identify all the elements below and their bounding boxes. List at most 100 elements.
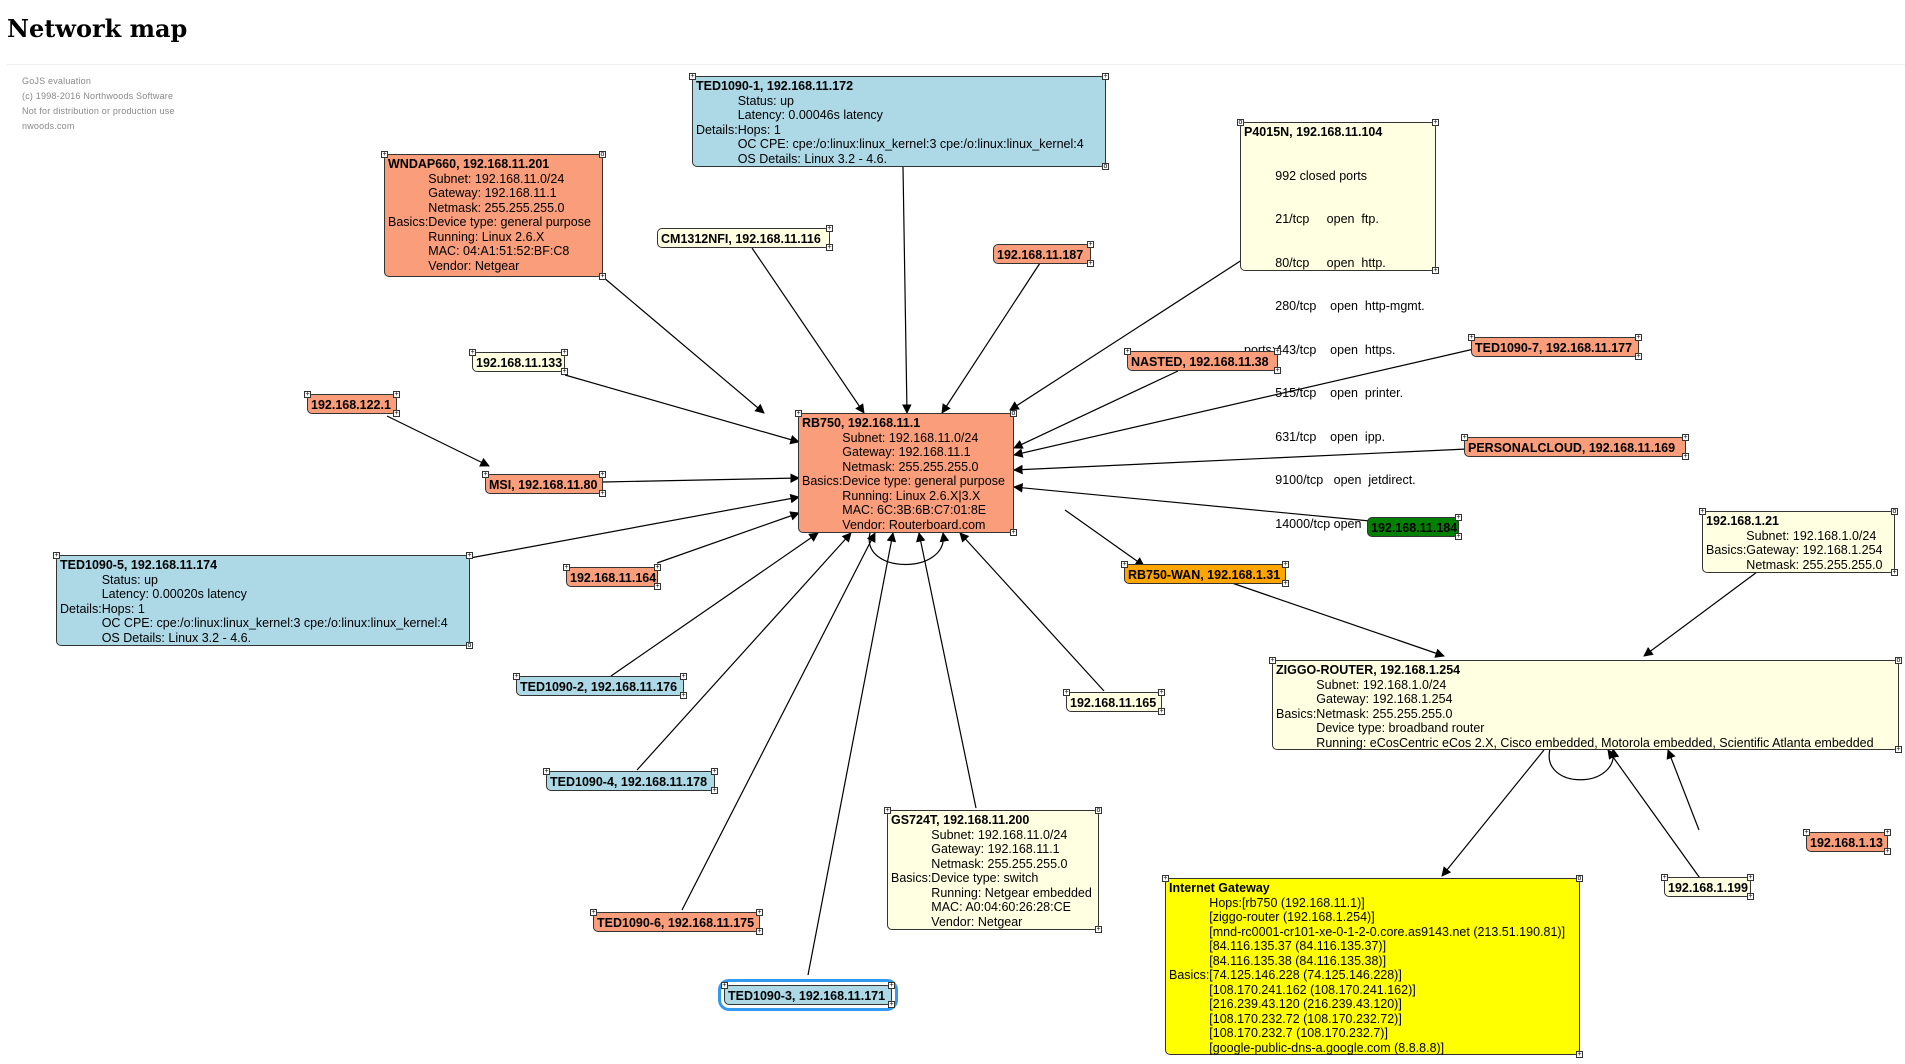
expand-handle[interactable]: + [381, 151, 388, 158]
expand-handle[interactable]: + [888, 1001, 895, 1008]
collapse-handle[interactable]: o [466, 642, 473, 649]
expand-handle[interactable]: + [1455, 514, 1462, 521]
expand-handle[interactable]: + [1095, 926, 1102, 933]
expand-handle[interactable]: + [756, 909, 763, 916]
expand-handle[interactable]: + [1747, 874, 1754, 881]
expand-handle[interactable]: + [689, 73, 696, 80]
expand-handle[interactable]: + [1282, 580, 1289, 587]
expand-handle[interactable]: + [888, 982, 895, 989]
node-nasted[interactable]: NASTED, 192.168.11.38 + + + [1124, 348, 1281, 374]
node-ted1090-5[interactable]: TED1090-5, 192.168.11.174 Details: Statu… [53, 552, 473, 649]
expand-handle[interactable]: + [1432, 267, 1439, 274]
expand-handle[interactable]: + [1682, 434, 1689, 441]
expand-handle[interactable]: + [1121, 561, 1128, 568]
node-ted1090-4[interactable]: TED1090-4, 192.168.11.178 + + + [543, 768, 718, 794]
expand-handle[interactable]: + [826, 225, 833, 232]
expand-handle[interactable]: + [1699, 508, 1706, 515]
expand-handle[interactable]: + [1455, 533, 1462, 540]
collapse-handle[interactable]: o [1095, 807, 1102, 814]
expand-handle[interactable]: + [1895, 746, 1902, 753]
node-rb750-wan[interactable]: RB750-WAN, 192.168.1.31 + + + [1121, 561, 1289, 587]
expand-handle[interactable]: + [563, 564, 570, 571]
expand-handle[interactable]: + [721, 982, 728, 989]
expand-handle[interactable]: + [304, 391, 311, 398]
node-192-168-1-21[interactable]: 192.168.1.21 Basics: Subnet: 192.168.1.0… [1699, 508, 1898, 576]
expand-handle[interactable]: + [1158, 689, 1165, 696]
expand-handle[interactable]: + [1087, 260, 1094, 267]
node-cm1312nfi[interactable]: CM1312NFI, 192.168.11.116 + + [657, 225, 833, 251]
expand-handle[interactable]: + [513, 673, 520, 680]
expand-handle[interactable]: + [393, 410, 400, 417]
node-192-168-11-133[interactable]: 192.168.11.133 + + + [469, 349, 568, 375]
expand-handle[interactable]: + [1158, 708, 1165, 715]
node-wndap660[interactable]: WNDAP660, 192.168.11.201 Basics: Subnet:… [381, 151, 606, 280]
collapse-handle[interactable]: o [599, 151, 606, 158]
expand-handle[interactable]: + [1661, 874, 1668, 881]
node-192-168-11-184[interactable]: 192.168.11.184 + + [1367, 514, 1462, 540]
node-p4015n[interactable]: P4015N, 192.168.11.104 ports: 992 closed… [1237, 119, 1439, 531]
expand-handle[interactable]: + [884, 807, 891, 814]
expand-handle[interactable]: + [711, 768, 718, 775]
expand-handle[interactable]: + [1461, 434, 1468, 441]
expand-handle[interactable]: + [826, 244, 833, 251]
node-ted1090-6[interactable]: TED1090-6, 192.168.11.175 + + + [590, 909, 763, 935]
expand-handle[interactable]: + [1102, 73, 1109, 80]
expand-handle[interactable]: + [482, 471, 489, 478]
expand-handle[interactable]: + [1682, 453, 1689, 460]
node-ziggo-router[interactable]: ZIGGO-ROUTER, 192.168.1.254 Basics: Subn… [1269, 657, 1902, 753]
node-192-168-1-13[interactable]: 192.168.1.13 + + + [1803, 829, 1891, 855]
expand-handle[interactable]: + [654, 564, 661, 571]
expand-handle[interactable]: + [1269, 657, 1276, 664]
expand-handle[interactable]: + [393, 391, 400, 398]
expand-handle[interactable]: + [1063, 689, 1070, 696]
collapse-handle[interactable]: o [1102, 163, 1109, 170]
expand-handle[interactable]: + [543, 768, 550, 775]
expand-handle[interactable]: + [1432, 119, 1439, 126]
expand-handle[interactable]: + [1282, 561, 1289, 568]
expand-handle[interactable]: + [1274, 367, 1281, 374]
expand-handle[interactable]: + [680, 673, 687, 680]
expand-handle[interactable]: + [756, 928, 763, 935]
collapse-handle[interactable]: o [1576, 875, 1583, 882]
expand-handle[interactable]: + [599, 471, 606, 478]
node-msi[interactable]: MSI, 192.168.11.80 + + + [482, 471, 606, 497]
node-192-168-11-164[interactable]: 192.168.11.164 + + + [563, 564, 661, 590]
node-rb750[interactable]: RB750, 192.168.11.1 Basics: Subnet: 192.… [795, 410, 1017, 536]
expand-handle[interactable]: + [1891, 569, 1898, 576]
expand-handle[interactable]: + [561, 368, 568, 375]
collapse-handle[interactable]: o [1010, 410, 1017, 417]
node-192-168-11-165[interactable]: 192.168.11.165 + + + [1063, 689, 1165, 715]
expand-handle[interactable]: + [1884, 829, 1891, 836]
expand-handle[interactable]: + [1468, 334, 1475, 341]
expand-handle[interactable]: + [466, 552, 473, 559]
node-internet-gateway[interactable]: Internet Gateway Basics: Hops:[rb750 (19… [1162, 875, 1583, 1058]
expand-handle[interactable]: + [1884, 848, 1891, 855]
expand-handle[interactable]: + [1635, 353, 1642, 360]
expand-handle[interactable]: + [1576, 1051, 1583, 1058]
expand-handle[interactable]: + [654, 583, 661, 590]
collapse-handle[interactable]: o [1895, 657, 1902, 664]
resize-handle[interactable]: + [1010, 529, 1017, 536]
expand-handle[interactable]: + [680, 692, 687, 699]
expand-handle[interactable]: + [590, 909, 597, 916]
expand-handle[interactable]: + [1747, 893, 1754, 900]
expand-handle[interactable]: + [1087, 241, 1094, 248]
expand-handle[interactable]: + [599, 273, 606, 280]
expand-handle[interactable]: + [1274, 348, 1281, 355]
expand-handle[interactable]: + [53, 552, 60, 559]
expand-handle[interactable]: + [1162, 875, 1169, 882]
collapse-handle[interactable]: o [1891, 508, 1898, 515]
node-192-168-122-1[interactable]: 192.168.122.1 + + + [304, 391, 400, 417]
node-gs724t[interactable]: GS724T, 192.168.11.200 Basics: Subnet: 1… [884, 807, 1102, 933]
expand-handle[interactable]: + [599, 490, 606, 497]
node-192-168-11-187[interactable]: 192.168.11.187 + + [993, 241, 1094, 267]
expand-handle[interactable]: + [711, 787, 718, 794]
expand-handle[interactable]: + [469, 349, 476, 356]
expand-handle[interactable]: + [561, 349, 568, 356]
node-ted1090-7[interactable]: TED1090-7, 192.168.11.177 + + + [1468, 334, 1642, 360]
expand-handle[interactable]: + [1803, 829, 1810, 836]
node-192-168-1-199[interactable]: 192.168.1.199 + + + [1661, 874, 1754, 900]
network-diagram-canvas[interactable] [7, 64, 1905, 1064]
collapse-handle[interactable]: o [1237, 119, 1244, 126]
expand-handle[interactable]: + [1635, 334, 1642, 341]
